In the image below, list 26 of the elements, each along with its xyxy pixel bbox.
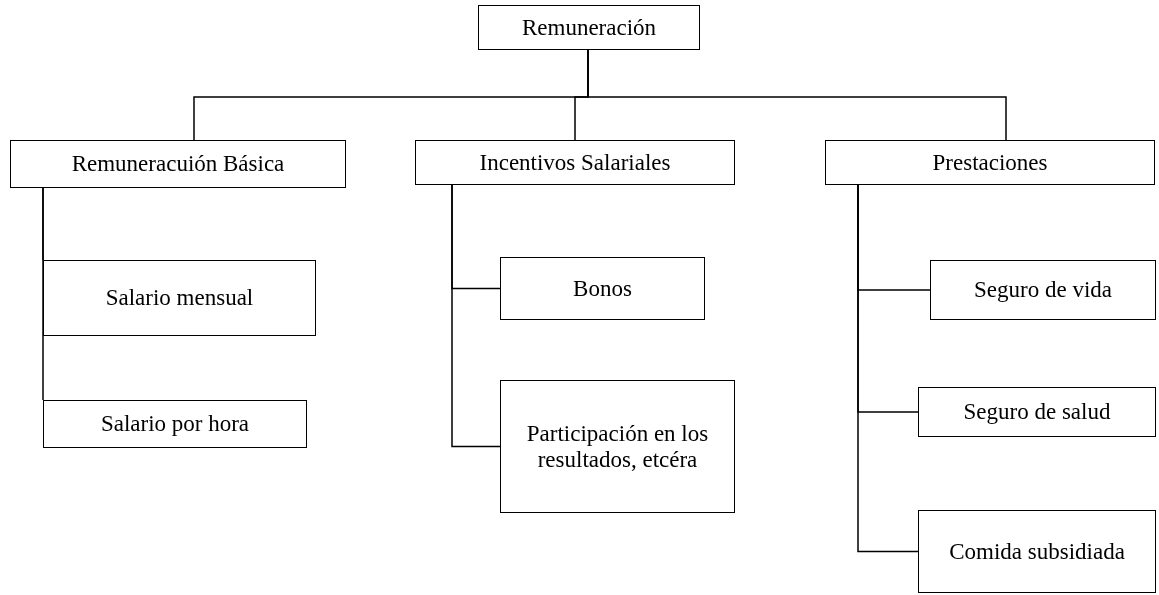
box-label: Bonos — [573, 275, 632, 302]
org-box — [930, 260, 1156, 320]
org-box — [500, 257, 705, 320]
org-box — [415, 140, 735, 185]
connector-line — [857, 184, 919, 553]
box-label: Salario mensual — [105, 285, 254, 311]
connector-line — [42, 187, 44, 401]
org-box — [918, 510, 1156, 593]
box-label: Seguro de vida — [974, 277, 1112, 303]
connector-line — [451, 184, 501, 448]
org-box — [500, 380, 735, 513]
connector-line — [587, 49, 1007, 141]
org-box — [43, 260, 316, 336]
box-label: Participación en los resultados, etcéra — [525, 421, 710, 472]
org-box — [825, 140, 1155, 185]
box-label: Incentivos Salariales — [479, 149, 671, 176]
box-label: Salario por hora — [100, 411, 250, 437]
org-box — [918, 387, 1156, 437]
box-label: Comida subsidiada — [949, 538, 1125, 565]
org-box — [43, 400, 307, 448]
org-box — [478, 5, 700, 50]
box-label: Remuneracuión Básica — [71, 151, 285, 177]
box-label: Remuneración — [521, 14, 657, 41]
org-box — [10, 140, 346, 188]
box-label: Seguro de salud — [963, 399, 1111, 425]
box-label: Prestaciones — [932, 149, 1048, 176]
